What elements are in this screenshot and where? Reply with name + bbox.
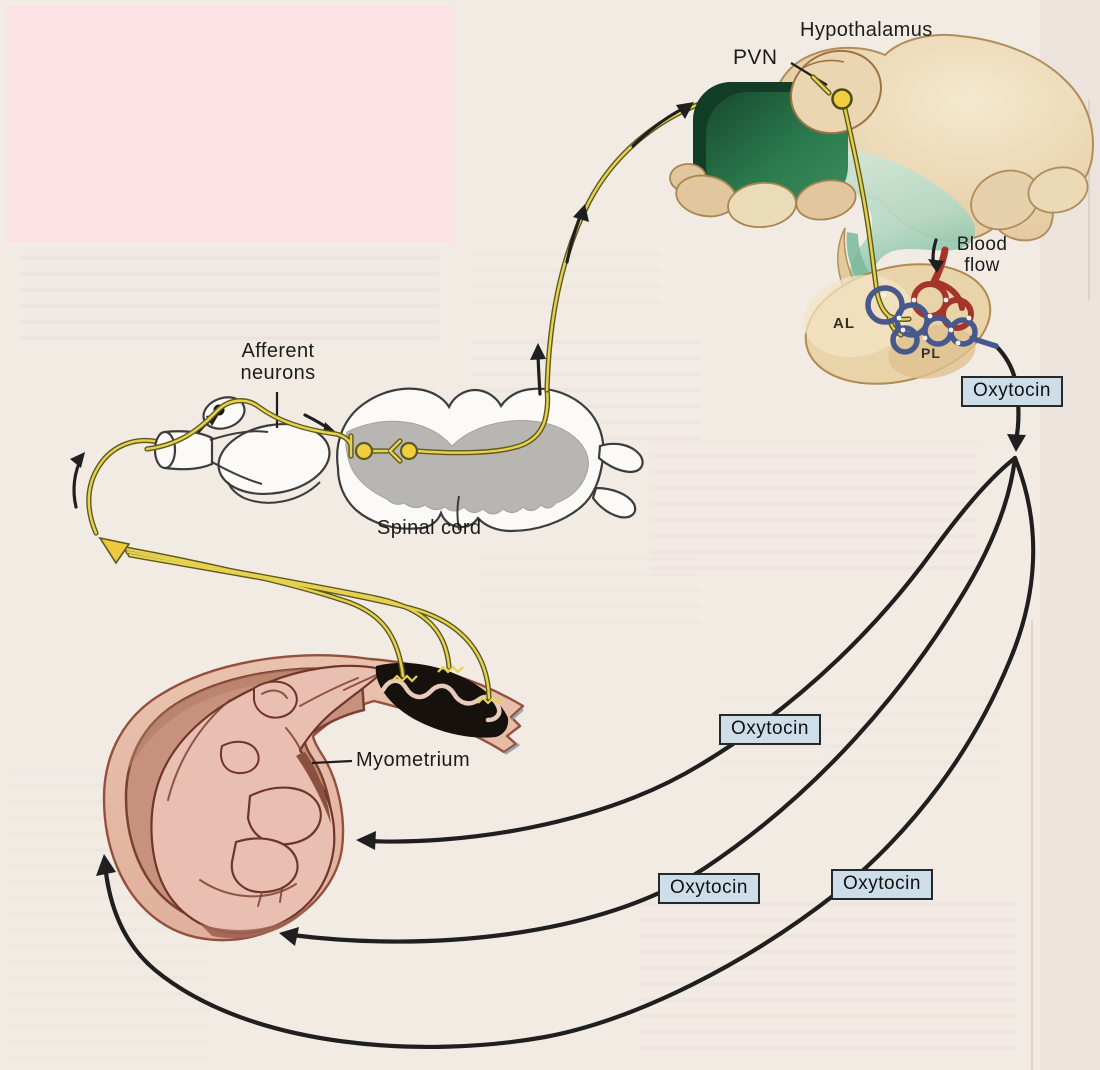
artery-branch — [932, 279, 965, 311]
fetus-ear-inner-line — [261, 689, 288, 699]
nerve-ending-zigzag — [391, 674, 418, 683]
oxytocin-box-2: Oxytocin — [719, 714, 821, 745]
ventral-median-fissure — [456, 495, 460, 531]
arrowhead-to-uterus-left — [96, 854, 116, 876]
oxytocin-box-3: Oxytocin — [658, 873, 760, 904]
projection-neuron-soma — [399, 441, 419, 461]
fetus-foreleg — [220, 740, 260, 775]
afferent-arrowhead — [98, 536, 131, 565]
oxytocin-box-1: Oxytocin — [961, 376, 1063, 407]
arrowhead-up — [530, 343, 546, 360]
vein-outlet — [969, 335, 999, 349]
fetus-hind-leg — [230, 837, 299, 894]
cervix-canal-squiggle — [380, 678, 502, 723]
down-arrowhead — [1007, 434, 1026, 452]
vein-loop — [890, 325, 920, 355]
spinal-cord-illustration — [147, 389, 644, 533]
sheath-line — [209, 430, 269, 485]
ascending-pathway — [530, 87, 836, 396]
cavity-shadow — [200, 906, 310, 939]
uterus-illustration — [102, 654, 525, 942]
afferent-line1: Afferent — [241, 340, 315, 362]
pvn-blob-crease — [799, 59, 845, 71]
oxytocin-curve-middle — [289, 455, 1018, 944]
arrowhead-up-right — [676, 102, 694, 119]
posterior-lobe-label: PL — [921, 345, 941, 361]
nerve-cut-end — [153, 430, 177, 470]
nerve-ending-zigzag — [477, 696, 504, 705]
pvn-neuron-soma — [831, 88, 853, 110]
afferent-fibers — [70, 441, 504, 705]
fetus-ear — [253, 680, 298, 719]
oxytocin-bloodborne-pathways — [96, 343, 1036, 1049]
cervix-region — [375, 662, 509, 738]
canal-torn-edge-shading — [504, 708, 524, 755]
myometrium-label: Myometrium — [356, 749, 471, 771]
oxytocin-box-4: Oxytocin — [831, 869, 933, 900]
basal-blob — [795, 179, 857, 221]
fetus-jaw-line — [299, 677, 359, 707]
spinal-root-stub — [591, 486, 637, 519]
ventral-root-line — [227, 481, 321, 504]
arrowhead-down — [928, 259, 944, 273]
afferent-neurons-label: Afferent neurons — [217, 340, 339, 384]
fetus-back-line — [167, 699, 231, 801]
nerve-ending-zigzag — [437, 665, 464, 674]
spinal-root-stub — [597, 442, 644, 474]
blood-flow-line2: flow — [964, 255, 1000, 276]
oxytocin-curve-outer — [102, 455, 1036, 1049]
blood-flow-line1: Blood — [956, 234, 1008, 255]
pituitary-illustration — [311, 77, 999, 765]
vein-loop — [865, 285, 905, 325]
fetus-belly-line — [199, 879, 297, 898]
afferent-line2: neurons — [240, 362, 316, 384]
fetus-hoof-line — [257, 887, 283, 907]
hypothalamus-label: Hypothalamus — [800, 19, 933, 41]
cavity-shadow — [296, 752, 331, 824]
brain-illustration — [669, 34, 1094, 300]
myometrium-label-leader — [311, 759, 353, 765]
pink-overlay-panel — [7, 5, 454, 243]
ascend-arrow-2 — [565, 210, 584, 264]
arrowhead-up — [70, 452, 85, 468]
arrowhead-to-uterus-bottom — [279, 927, 299, 946]
oxytocin-curve-upper — [365, 455, 1018, 844]
arrowhead-to-uterus-right — [356, 831, 376, 850]
capillary-cells — [881, 292, 972, 346]
interneuron-soma — [354, 441, 374, 461]
blood-flow-label: Blood flow — [950, 234, 1014, 276]
arrowhead-up — [573, 204, 589, 222]
spinal-cord-label: Spinal cord — [377, 517, 482, 539]
pvn-label: PVN — [733, 46, 778, 69]
peripheral-nerve-trunk — [217, 423, 331, 495]
fetus-hind-thigh — [246, 786, 322, 846]
brain-lobule — [1027, 166, 1089, 214]
anterior-lobe-label: AL — [833, 315, 855, 332]
